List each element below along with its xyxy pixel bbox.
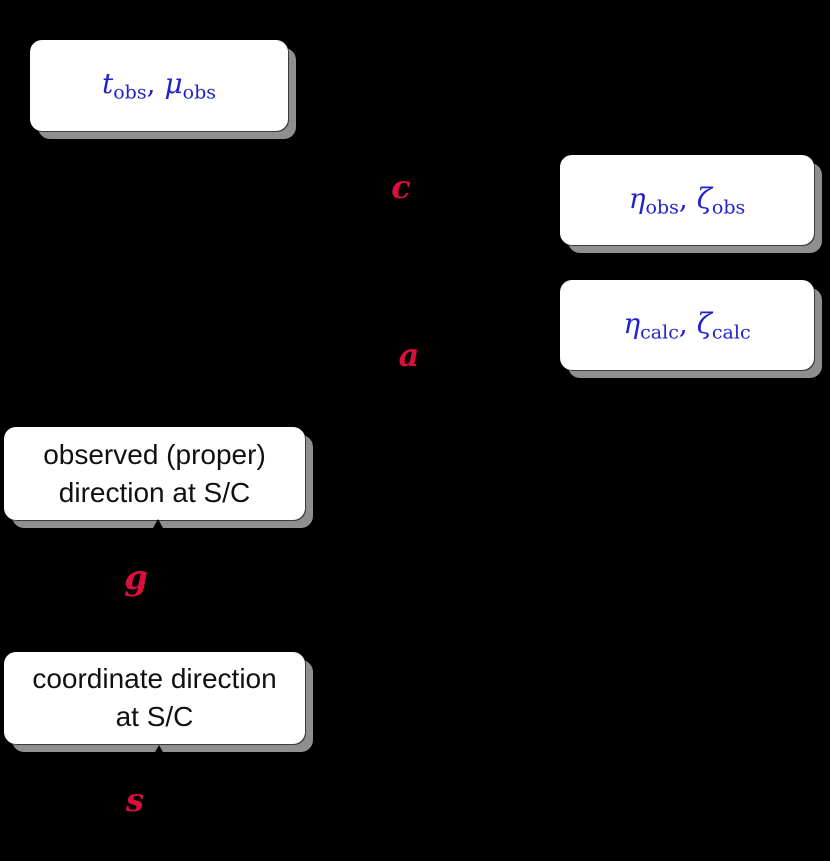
node-observed-time: tobs, μobs — [30, 40, 288, 131]
calculated-field-angles-math-label: ηcalc, ζcalc — [623, 306, 751, 344]
coordinate-direction-label-line2: at S/C — [115, 701, 194, 732]
vector-symbol-a: a — [398, 336, 420, 374]
node-calculated-field-angles: ηcalc, ζcalc — [560, 280, 814, 370]
node-coordinate-direction: coordinate direction at S/C — [4, 652, 305, 744]
vector-symbol-s: s — [125, 781, 144, 819]
vector-symbol-c: c — [391, 168, 411, 206]
coordinate-direction-label-line1: coordinate direction — [32, 663, 277, 694]
node-proper-direction: observed (proper) direction at S/C — [4, 427, 305, 520]
vector-symbol-g: g — [124, 558, 148, 598]
arrowhead-up-icon — [153, 519, 163, 528]
node-observed-field-angles: ηobs, ζobs — [560, 155, 814, 245]
observed-field-angles-math-label: ηobs, ζobs — [628, 181, 746, 219]
observed-time-math-label: tobs, μobs — [101, 67, 217, 104]
proper-direction-label-line2: direction at S/C — [58, 476, 251, 508]
arrowhead-up-icon — [154, 745, 164, 754]
proper-direction-label-line1: observed (proper) — [43, 438, 266, 470]
